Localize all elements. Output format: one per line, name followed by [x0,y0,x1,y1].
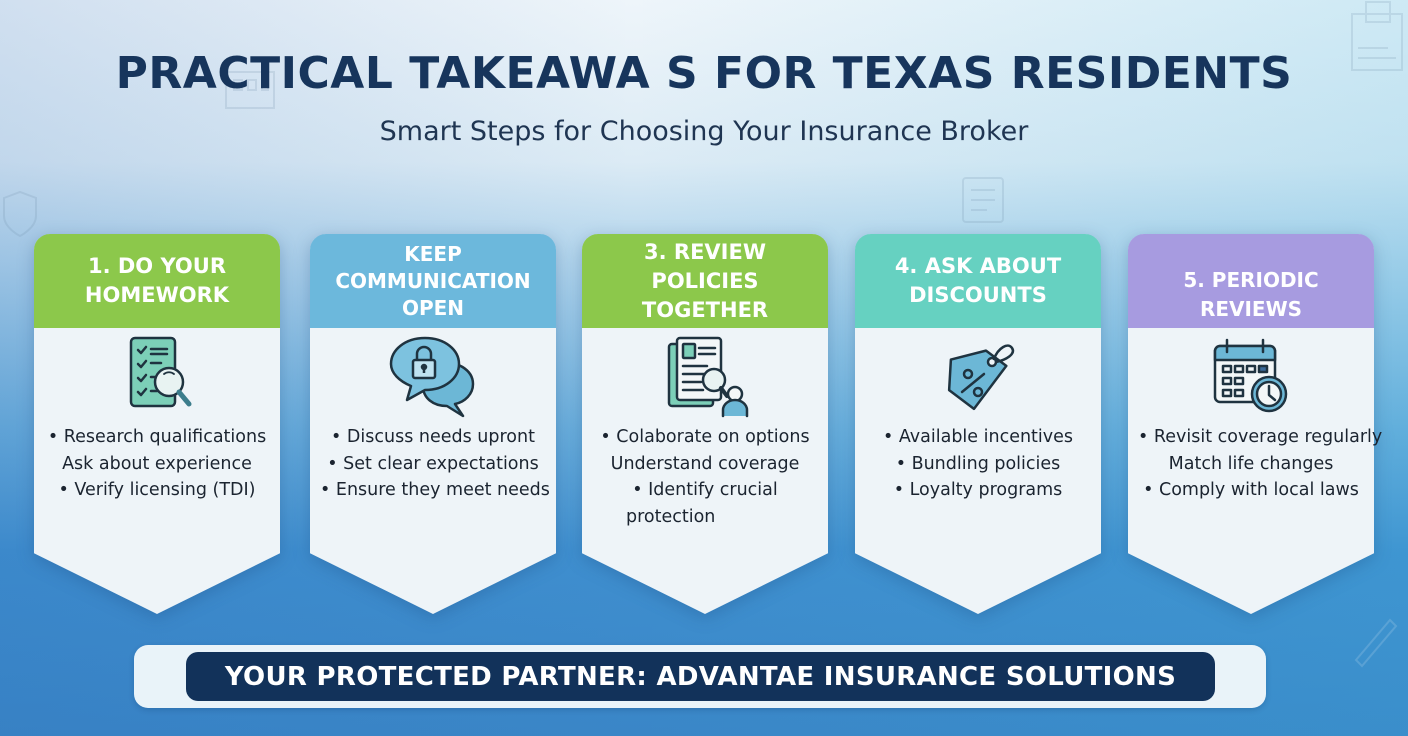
percent-tag-icon [947,344,1015,411]
bullet-item: • Discuss needs upront [331,427,535,447]
bullet-item: • Research qualifications [47,427,267,447]
card-title: 1. DO YOUR HOMEWORK [34,234,280,328]
checklist-magnifier-icon [129,336,192,408]
card-title: 5. PERIODIC REVIEWS [1128,234,1374,328]
chat-bubbles-lock-icon [389,336,475,418]
takeaway-card-homework: 1. DO YOUR HOMEWORK • Research qualifica… [34,234,280,614]
bullet-item: • Revisit coverage regularly [1138,427,1383,447]
card-bullets: • Available incentives • Bundling polici… [865,424,1091,504]
bullet-item: • Bundling policies [895,453,1061,474]
takeaway-card-periodic-reviews: 5. PERIODIC REVIEWS • Revisit coverage r… [1128,234,1383,614]
bullet-item: • Available incentives [882,427,1074,447]
card-title: 4. ASK ABOUT DISCOUNTS [855,234,1101,328]
card-bullets: • Discuss needs upront • Set clear expec… [320,424,550,504]
document-decor-icon [962,177,1004,223]
card-bullets: • Research qualifications Ask about expe… [44,424,270,504]
takeaway-card-communication: KEEP COMMUNICATION OPEN • Discuss needs … [310,234,556,614]
page-title: PRACTICAL TAKEAWA S FOR TEXAS RESIDENTS [115,48,1293,99]
footer-banner: YOUR PROTECTED PARTNER: ADVANTAE INSURAN… [134,645,1266,708]
page-subtitle: Smart Steps for Choosing Your Insurance … [379,116,1029,147]
calendar-clock-icon [1213,338,1288,413]
bullet-item: • Colaborate on options [600,427,810,447]
bullet-item: • Ensure they meet needs [320,480,550,500]
bullet-item: • Verify licensing (TDI) [58,480,256,500]
card-title: KEEP COMMUNICATION OPEN [310,234,556,328]
bullet-item: Understand coverage [610,453,800,474]
bullet-item: Match life changes [1168,453,1334,474]
partner-banner: YOUR PROTECTED PARTNER: ADVANTAE INSURAN… [186,652,1215,701]
pen-decor-icon [1354,618,1398,668]
card-bullets: • Revisit coverage regularly Match life … [1138,424,1383,504]
shield-decor-icon [3,190,37,238]
bullet-item: protection [626,506,716,527]
card-title: 3. REVIEW POLICIES TOGETHER [582,234,828,328]
bullet-item: • Loyalty programs [893,480,1063,500]
takeaway-card-review-policies: 3. REVIEW POLICIES TOGETHER • Colaborate… [582,234,828,614]
takeaway-card-discounts: 4. ASK ABOUT DISCOUNTS • Available incen… [855,234,1101,614]
document-magnifier-person-icon [667,336,749,418]
bullet-item: • Identify crucial [632,480,778,500]
card-bullets: • Colaborate on options Understand cover… [592,424,818,530]
bullet-item: • Set clear expectations [327,453,539,474]
bullet-item: Ask about experience [62,453,252,474]
bullet-item: • Comply with local laws [1143,480,1359,500]
